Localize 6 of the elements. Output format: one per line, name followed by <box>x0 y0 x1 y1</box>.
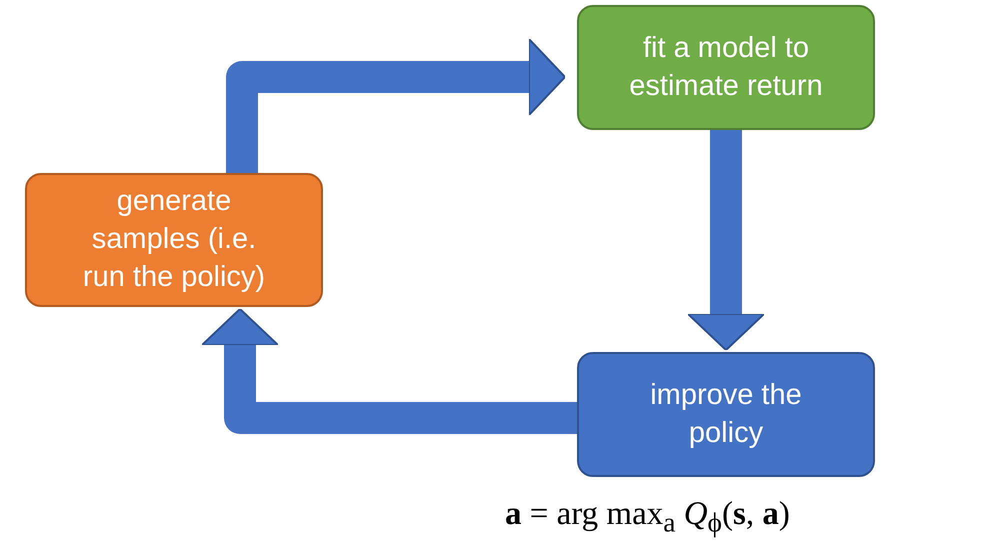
block-arrow <box>687 130 765 351</box>
process-box: improve the policy <box>577 352 875 477</box>
block-arrow <box>201 308 577 434</box>
process-box: fit a model to estimate return <box>577 5 875 130</box>
formula: a = arg max$_{a}$ Q$_{ϕ}$(s, a) <box>505 496 790 539</box>
process-box: generate samples (i.e. run the policy) <box>25 173 323 307</box>
